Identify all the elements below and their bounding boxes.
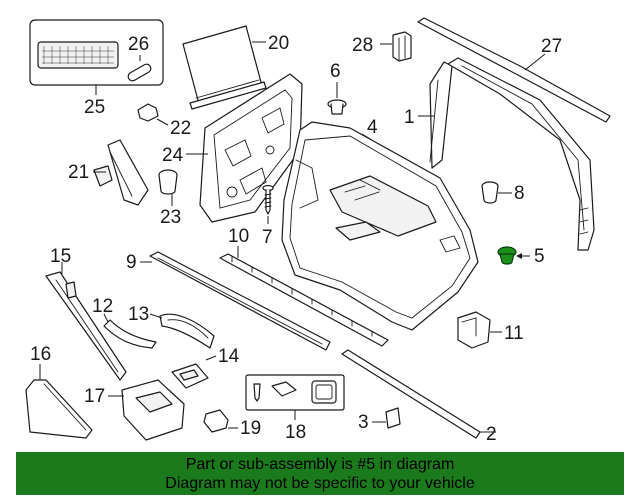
part-16-panel (25, 379, 93, 439)
part-18-clip-a (271, 381, 297, 397)
part-22-bracket (137, 103, 159, 122)
part-6-stem (330, 103, 344, 115)
callout-28: 28 (352, 35, 373, 56)
info-banner: Part or sub-assembly is #5 in diagram Di… (16, 452, 624, 495)
callout-5: 5 (534, 246, 545, 267)
part-group-4 (281, 121, 479, 331)
part-group-2 (341, 349, 496, 439)
part-5-arrow (516, 253, 522, 259)
part-12-trim (103, 319, 157, 349)
part-28-clip (392, 31, 412, 62)
part-18-clip-b (311, 380, 337, 404)
callout-8: 8 (514, 183, 525, 204)
parts-diagram: 2 3 4 5 6 7 8 9 10 11 12 13 14 15 16 17 … (25, 17, 611, 445)
part-4-handle (335, 221, 381, 241)
part-group-17 (108, 379, 185, 441)
callout-14: 14 (218, 346, 240, 367)
callout-27: 27 (541, 36, 562, 57)
callout-19: 19 (240, 418, 261, 439)
part-7-head (262, 184, 274, 192)
callout-4: 4 (367, 117, 378, 138)
part-23-body (158, 174, 178, 195)
callout-26: 26 (128, 34, 149, 55)
callout-15: 15 (50, 246, 71, 267)
callout-labels: 2 3 4 5 6 7 8 9 10 11 12 13 14 15 16 17 … (30, 33, 562, 445)
callout-1: 1 (404, 107, 415, 128)
part-group-5 (497, 246, 530, 265)
callout-9: 9 (126, 252, 137, 273)
part-11-bracket (457, 311, 491, 349)
part-group-14 (171, 355, 217, 389)
part-4-armrest (329, 175, 437, 237)
callout-2: 2 (486, 424, 497, 445)
part-group-8 (481, 181, 512, 204)
part-14-switch (179, 369, 199, 381)
part-group-1 (418, 61, 453, 169)
part-13-cover (159, 313, 215, 349)
part-3-bracket (385, 407, 401, 429)
part-group-6 (327, 82, 347, 115)
part-10-strip (219, 253, 389, 347)
part-1-channel (429, 61, 453, 169)
part-8-body (481, 185, 499, 204)
part-group-23 (158, 169, 178, 206)
callout-7: 7 (262, 227, 273, 248)
part-21-body (107, 139, 149, 206)
part-group-13 (149, 313, 215, 349)
callout-22: 22 (170, 118, 191, 139)
callout-18: 18 (285, 422, 306, 443)
callout-3: 3 (358, 412, 369, 433)
part-group-15 (45, 262, 127, 381)
part-group-11 (457, 311, 502, 349)
part-20-rod (189, 81, 267, 110)
part-15-trim (45, 271, 127, 381)
part-18-screw (253, 383, 261, 402)
part-group-12 (103, 313, 157, 349)
part-19-switch (203, 409, 229, 433)
part-group-3 (372, 407, 401, 429)
part-5-body (499, 253, 515, 265)
callout-13: 13 (128, 304, 149, 325)
part-15-tab (65, 281, 77, 299)
callout-25: 25 (84, 97, 105, 118)
part-group-20 (182, 25, 267, 110)
callout-11: 11 (504, 323, 524, 344)
part-group-9 (140, 251, 331, 351)
callout-17: 17 (84, 386, 105, 407)
part-27-frame (447, 57, 595, 251)
callout-12: 12 (92, 296, 113, 317)
callout-16: 16 (30, 344, 51, 365)
part-21-tab (93, 165, 113, 187)
diagram-canvas: 2 3 4 5 6 7 8 9 10 11 12 13 14 15 16 17 … (25, 17, 611, 445)
part-group-18 (245, 374, 345, 420)
part-group-28 (380, 31, 412, 62)
part-17-switch (135, 391, 173, 413)
part-25-grille (37, 41, 119, 69)
part-27-top-seal (417, 17, 611, 123)
callout-23: 23 (160, 207, 181, 228)
part-7-shank (265, 189, 271, 215)
part-group-25 (29, 19, 164, 95)
callout-24: 24 (162, 145, 184, 166)
callout-20: 20 (268, 33, 289, 54)
part-group-10 (219, 246, 389, 347)
part-group-27 (417, 17, 611, 251)
callout-10: 10 (228, 226, 249, 247)
part-group-21 (93, 139, 149, 206)
part-group-22 (137, 103, 169, 126)
part-group-19 (203, 409, 238, 433)
part-26-plug (127, 63, 152, 82)
part-group-24 (186, 73, 303, 223)
part-group-7 (262, 184, 274, 224)
banner-line-1: Part or sub-assembly is #5 in diagram (185, 455, 455, 473)
part-group-16 (25, 364, 93, 439)
part-24-carrier (199, 73, 303, 223)
callout-21: 21 (68, 162, 89, 183)
banner-line-2: Diagram may not be specific to your vehi… (165, 474, 475, 492)
callout-6: 6 (330, 61, 341, 82)
